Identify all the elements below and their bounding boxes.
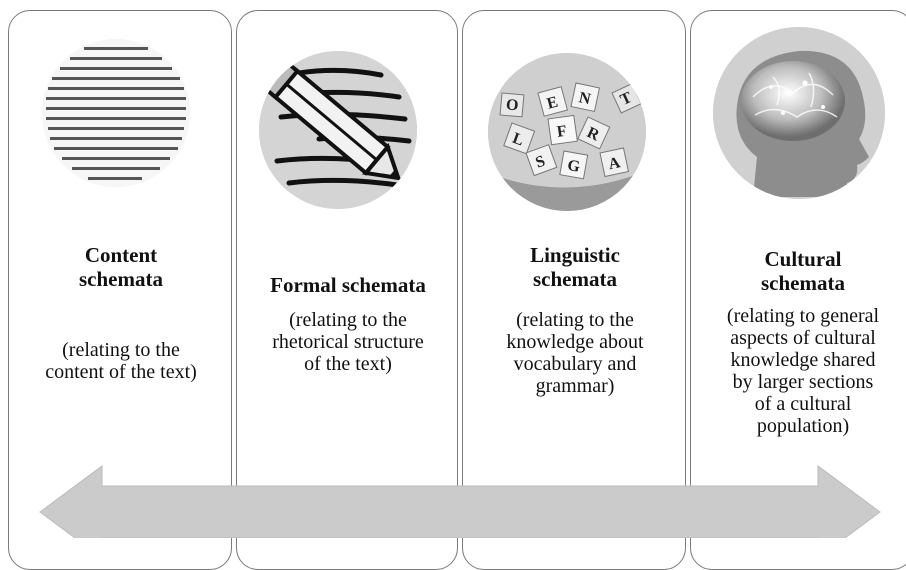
column-title: Content schemata [79, 243, 163, 291]
text-page-icon [42, 39, 190, 187]
letter-tiles-icon: E N L F R S G A T O [488, 53, 646, 211]
column-description: (relating to general aspects of cultural… [726, 305, 880, 437]
svg-text:O: O [505, 96, 519, 114]
svg-text:F: F [556, 123, 568, 141]
svg-text:G: G [566, 157, 582, 176]
svg-text:A: A [607, 154, 622, 173]
svg-text:E: E [545, 94, 560, 113]
pencil-writing-icon [259, 51, 417, 209]
panel-formal-schemata: Formal schemata (relating to the rhetori… [236, 10, 458, 570]
column-title: Linguistic schemata [530, 243, 620, 291]
column-title: Cultural schemata [761, 247, 845, 295]
panel-cultural-schemata: Cultural schemata (relating to general a… [690, 10, 906, 570]
column-title: Formal schemata [270, 273, 426, 297]
panel-linguistic-schemata: E N L F R S G A T O Linguistic schemata … [462, 10, 686, 570]
svg-text:N: N [577, 89, 592, 108]
panel-content-schemata: Content schemata (relating to the conten… [8, 10, 232, 570]
column-description: (relating to the rhetorical structure of… [272, 309, 424, 375]
column-description: (relating to the knowledge about vocabul… [506, 309, 644, 397]
column-description: (relating to the content of the text) [45, 339, 197, 383]
brain-head-icon [713, 27, 885, 199]
